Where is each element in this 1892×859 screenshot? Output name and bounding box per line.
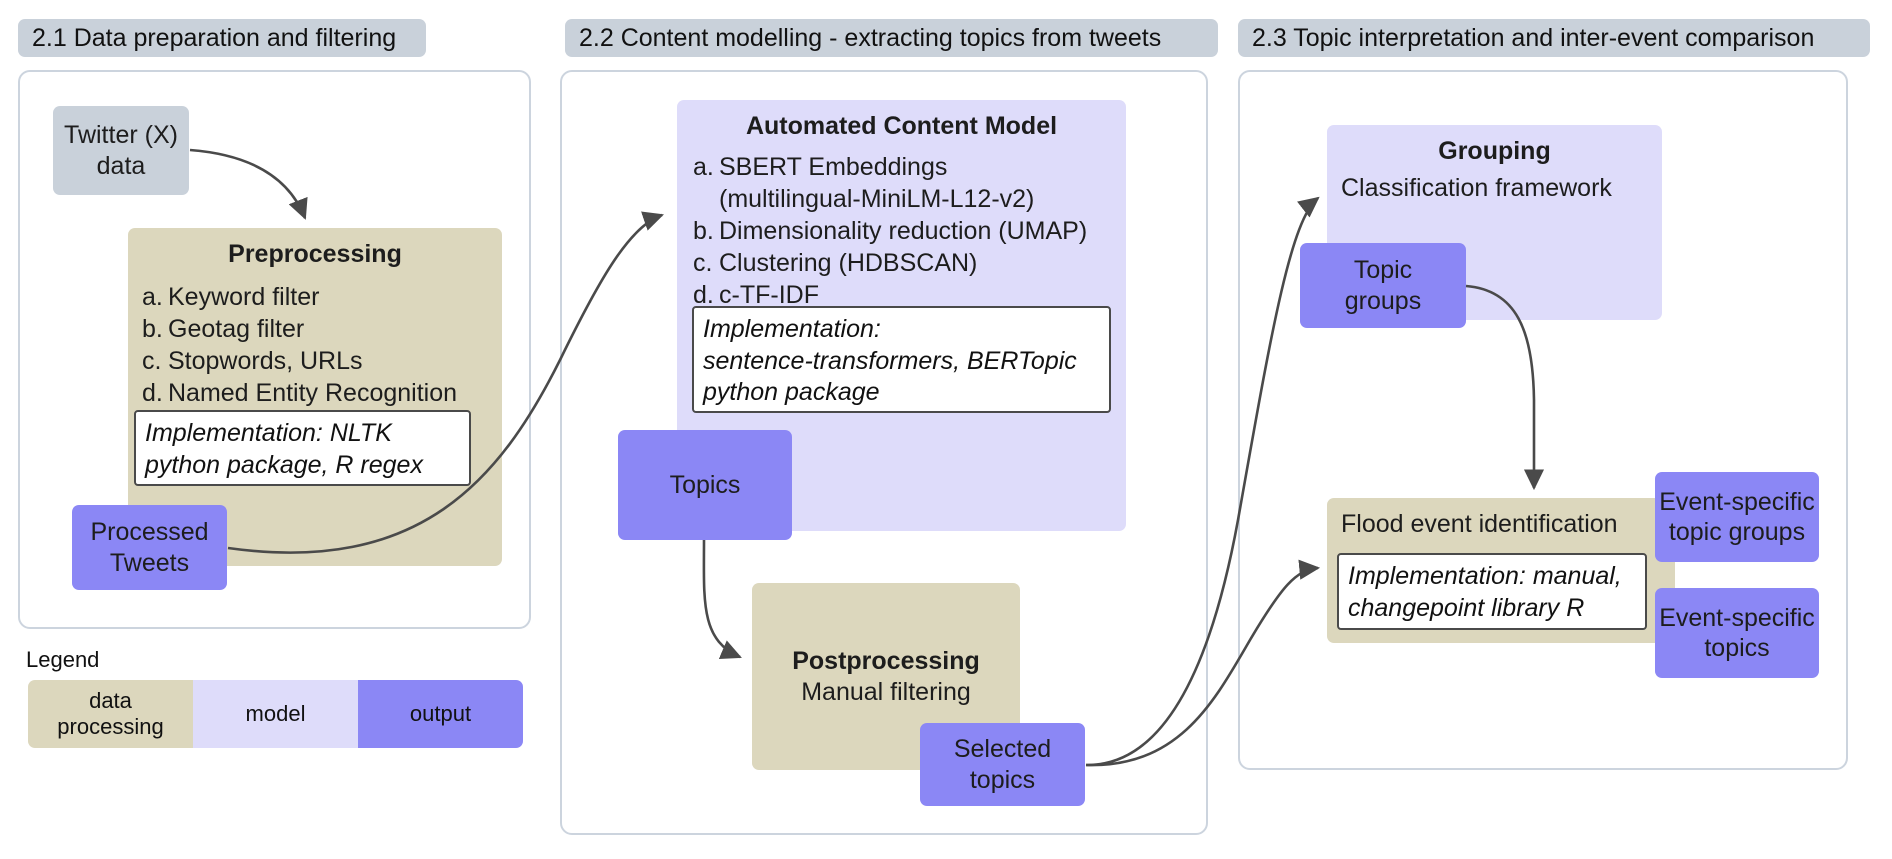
impl-line2: python package, R regex: [145, 450, 423, 479]
legend-item-output: output: [358, 680, 523, 748]
twitter-data-line2: data: [96, 151, 146, 180]
postprocessing-title: Postprocessing: [792, 647, 980, 675]
preprocessing-list-item: d. Named Entity Recognition: [142, 377, 488, 409]
list-marker: d.: [142, 379, 163, 407]
impl-line1: Implementation: manual,: [1348, 562, 1622, 590]
list-text: SBERT Embeddings: [719, 153, 948, 181]
preprocessing-title: Preprocessing: [228, 240, 402, 268]
node-selected-topics: Selected topics: [920, 723, 1085, 806]
list-text: Dimensionality reduction (UMAP): [719, 217, 1088, 245]
section-header-2-2-label: 2.2 Content modelling - extracting topic…: [579, 23, 1162, 52]
list-marker: d.: [693, 281, 714, 309]
content-model-list-item: b. Dimensionality reduction (UMAP): [693, 215, 1110, 247]
list-text: c-TF-IDF: [719, 281, 819, 309]
section-header-2-1-label: 2.1 Data preparation and filtering: [32, 23, 397, 52]
event-topics-line1: Event-specific: [1659, 603, 1815, 632]
content-model-implementation-note: Implementation: sentence-transformers, B…: [692, 306, 1111, 413]
topic-groups-line2: groups: [1344, 286, 1422, 315]
topics-label: Topics: [669, 470, 741, 499]
list-marker: b.: [142, 315, 163, 343]
content-model-list: a. SBERT Embeddings (multilingual-MiniLM…: [693, 151, 1110, 311]
selected-topics-line2: topics: [969, 765, 1036, 794]
flood-event-implementation-note: Implementation: manual, changepoint libr…: [1337, 553, 1647, 630]
impl-line1: Implementation: NLTK: [145, 419, 392, 447]
list-text: (multilingual-MiniLM-L12-v2): [719, 185, 1035, 213]
preprocessing-implementation-note: Implementation: NLTK python package, R r…: [134, 410, 471, 486]
preprocessing-list-item: b. Geotag filter: [142, 313, 488, 345]
section-header-2-2: 2.2 Content modelling - extracting topic…: [565, 19, 1218, 57]
processed-tweets-line2: Tweets: [109, 548, 190, 577]
node-topic-groups: Topic groups: [1300, 243, 1466, 328]
node-processed-tweets: Processed Tweets: [72, 505, 227, 590]
event-topics-line2: topics: [1704, 634, 1770, 662]
node-twitter-data: Twitter (X) data: [53, 106, 189, 195]
processed-tweets-line1: Processed: [90, 518, 209, 546]
section-header-2-3-label: 2.3 Topic interpretation and inter-event…: [1252, 23, 1815, 52]
preprocessing-list-item: a. Keyword filter: [142, 281, 488, 313]
impl-line2: changepoint library R: [1348, 593, 1585, 622]
list-text: Named Entity Recognition: [168, 379, 458, 407]
event-topic-groups-line2: topic groups: [1668, 518, 1806, 546]
list-text: Keyword filter: [168, 283, 320, 311]
postprocessing-subtitle: Manual filtering: [801, 677, 971, 706]
impl-line1: Implementation:: [703, 315, 881, 343]
content-model-list-item: a. SBERT Embeddings: [693, 151, 1110, 183]
twitter-data-line1: Twitter (X): [64, 121, 178, 149]
legend-label-line1: data: [89, 687, 132, 713]
impl-line2: sentence-transformers, BERTopic: [703, 346, 1077, 375]
list-text: Geotag filter: [168, 315, 305, 343]
preprocessing-list-item: c. Stopwords, URLs: [142, 345, 488, 377]
list-marker: a.: [142, 283, 163, 311]
impl-line3: python package: [703, 378, 880, 406]
content-model-list-item: c. Clustering (HDBSCAN): [693, 247, 1110, 279]
legend-item-model: model: [193, 680, 358, 748]
content-model-title: Automated Content Model: [745, 112, 1058, 140]
preprocessing-list: a. Keyword filter b. Geotag filter c. St…: [142, 281, 488, 409]
section-header-2-3: 2.3 Topic interpretation and inter-event…: [1238, 19, 1870, 57]
content-model-list-item: (multilingual-MiniLM-L12-v2): [693, 183, 1110, 215]
event-topic-groups-line1: Event-specific: [1659, 487, 1815, 516]
node-event-specific-topic-groups: Event-specific topic groups: [1655, 472, 1819, 562]
node-event-specific-topics: Event-specific topics: [1655, 588, 1819, 678]
topic-groups-line1: Topic: [1353, 256, 1413, 284]
legend-label-line1: output: [409, 700, 472, 726]
list-marker: c.: [142, 347, 162, 375]
grouping-subtitle: Classification framework: [1341, 174, 1612, 202]
list-marker: [693, 183, 719, 215]
content-model-list-item: d. c-TF-IDF: [693, 279, 1110, 311]
selected-topics-line1: Selected: [953, 735, 1052, 763]
list-text: Stopwords, URLs: [168, 347, 363, 375]
legend-label-line1: model: [245, 700, 306, 726]
node-topics: Topics: [618, 430, 792, 540]
section-header-2-1: 2.1 Data preparation and filtering: [18, 19, 426, 57]
flood-event-title: Flood event identification: [1341, 510, 1618, 538]
list-marker: b.: [693, 217, 714, 245]
grouping-title: Grouping: [1438, 137, 1551, 165]
list-marker: a.: [693, 153, 714, 181]
list-text: Clustering (HDBSCAN): [719, 249, 978, 277]
legend-label-line2: processing: [57, 714, 164, 739]
list-marker: c.: [693, 249, 713, 277]
legend-item-data-processing: data processing: [28, 680, 193, 748]
legend-title: Legend: [26, 647, 100, 672]
